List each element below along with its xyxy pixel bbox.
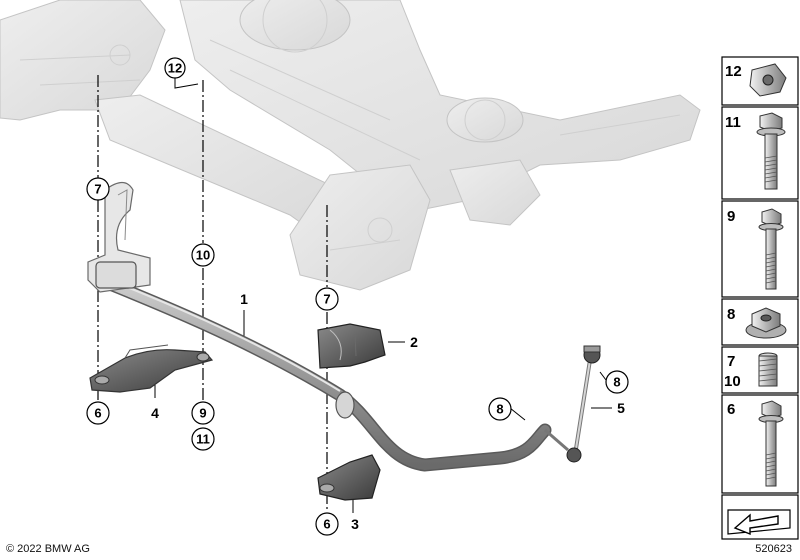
threaded-insert-icon (758, 352, 778, 387)
callout-8-link-label: 8 (613, 375, 620, 390)
bracket-part-4 (89, 344, 214, 393)
stabilizer-link-part-5 (544, 345, 601, 463)
callout-8-bar-label: 8 (496, 402, 503, 417)
callout-11-label: 11 (196, 432, 210, 447)
front-axle-subframe (0, 0, 701, 291)
callout-6-left: 6 (86, 401, 110, 425)
callout-9: 9 (191, 401, 215, 425)
callout-12-label: 12 (168, 61, 182, 76)
callout-9-label: 9 (199, 406, 206, 421)
callout-5-label: 5 (617, 400, 625, 416)
callout-10: 10 (191, 243, 215, 267)
callout-4-label: 4 (151, 405, 159, 421)
flange-bolt-9-icon (758, 208, 784, 290)
callout-12: 12 (164, 57, 186, 79)
callout-10-label: 10 (196, 248, 210, 263)
callout-6-bottom: 6 (315, 512, 339, 536)
callout-2-label: 2 (410, 334, 418, 350)
sidebar-item-8-label: 8 (727, 306, 735, 323)
sidebar-item-11-label: 11 (725, 114, 741, 131)
callout-6-left-label: 6 (94, 406, 101, 421)
callout-3-label: 3 (351, 516, 359, 532)
flange-bolt-6-icon (758, 400, 784, 487)
clip-nut-icon (749, 63, 787, 97)
sidebar-cell-9 (721, 200, 799, 298)
sidebar-cell-6 (721, 394, 799, 494)
callout-8-link: 8 (605, 370, 629, 394)
callout-7-top: 7 (86, 177, 110, 201)
bar-bushing (335, 391, 355, 419)
callout-11: 11 (191, 427, 215, 451)
sidebar-item-12-label: 12 (725, 63, 742, 80)
sidebar-item-9-label: 9 (727, 208, 735, 225)
bracket-part-3 (317, 454, 381, 501)
diagram-number: 520623 (755, 543, 792, 555)
left-bushing-bracket (87, 181, 151, 293)
callout-1-label: 1 (240, 291, 248, 307)
sidebar-item-6-label: 6 (727, 401, 735, 418)
sidebar-item-7-label: 7 (727, 353, 735, 370)
callout-6-bottom-label: 6 (323, 517, 330, 532)
copyright-notice: © 2022 BMW AG (6, 543, 90, 555)
callout-7-mid-label: 7 (323, 292, 330, 307)
flange-nut-icon (745, 307, 787, 339)
sheet-arrow-icon (727, 509, 791, 536)
subframe-details (19, 0, 681, 251)
flange-bolt-11-icon (756, 112, 786, 190)
callout-7-mid: 7 (315, 287, 339, 311)
stabilizer-bar (88, 271, 552, 472)
sidebar-item-10-label: 10 (724, 373, 741, 390)
callout-7-top-label: 7 (94, 182, 101, 197)
callout-8-bar: 8 (488, 397, 512, 421)
rubber-mount-part-2 (317, 323, 386, 369)
